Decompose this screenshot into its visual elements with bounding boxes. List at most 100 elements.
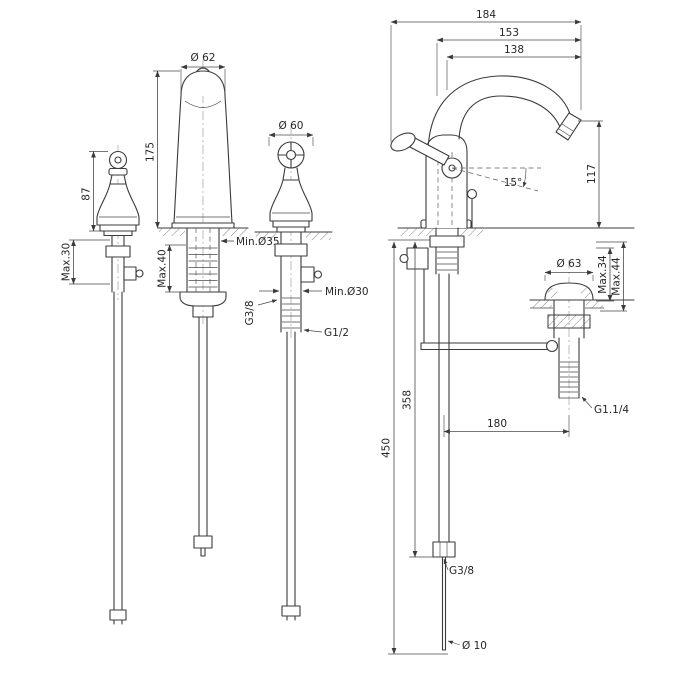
shank-inner-channel <box>195 228 211 292</box>
rod-guide-fitting <box>406 247 429 270</box>
dim-175: 175 <box>145 142 157 162</box>
dim-max34: Max.34 <box>597 255 609 294</box>
dim-358: 358 <box>402 390 414 410</box>
popup-waste-cap <box>179 291 227 307</box>
mounting-nut <box>429 235 465 248</box>
figure-mixer-side-view: 15° <box>390 75 635 651</box>
spout-beak-line <box>184 100 222 108</box>
dimension-hose-length: 358 <box>388 239 436 558</box>
valve-base-ring <box>103 230 133 237</box>
leader-line <box>447 640 461 646</box>
mounting-nut <box>105 245 131 258</box>
angle-arc <box>522 167 527 188</box>
side-outlet <box>300 266 315 283</box>
dimension-top-width-inner: 138 <box>446 44 582 90</box>
leader-line <box>257 299 278 306</box>
dim-dia62: Ø 62 <box>191 52 216 64</box>
tube-end-nut <box>281 605 301 617</box>
dimension-spout-diameter: Ø 62 <box>180 52 226 93</box>
lever-paddle <box>390 132 416 152</box>
extension-lines <box>180 69 226 93</box>
spout-base-flange <box>171 222 235 229</box>
tube-tip <box>286 615 296 621</box>
leader-line <box>303 328 323 333</box>
label-g38-supply: G3/8 <box>449 565 474 577</box>
dimension-waste-flange-diameter: Ø 63 <box>544 258 594 281</box>
mounting-nut <box>274 243 308 257</box>
deck-hatch-left <box>159 228 185 236</box>
shank-threads <box>282 297 300 329</box>
extension-lines <box>69 239 110 285</box>
nut-facets <box>439 542 448 557</box>
dim-180: 180 <box>487 418 507 430</box>
label-g114: G1.1/4 <box>594 404 629 416</box>
valve-bell-body <box>96 183 140 226</box>
supply-tube <box>438 273 450 543</box>
extension-lines <box>544 275 594 281</box>
valve-base <box>272 220 310 228</box>
spout-shank <box>186 227 220 293</box>
leader-line <box>581 396 593 409</box>
deck-hatch-right <box>306 232 331 240</box>
label-waste-thread: G1.1/4 <box>581 396 629 416</box>
mixer-shank <box>435 227 459 275</box>
tube-tip <box>113 619 123 625</box>
dimension-spout-deck-max: Max.40 <box>157 244 186 293</box>
label-rod-diameter: Ø 10 <box>447 640 487 652</box>
supply-end-nut <box>432 541 456 558</box>
linkage-ball <box>545 339 559 353</box>
dim-dia10: Ø 10 <box>462 640 487 652</box>
deck-hatch-right <box>459 228 483 236</box>
shank-threads <box>437 251 457 271</box>
label-g38-valve: G3/8 <box>244 300 256 325</box>
dim-153: 153 <box>499 27 519 39</box>
dim-87: 87 <box>81 187 93 200</box>
tailpiece-threads <box>559 361 579 399</box>
dim-max30: Max.30 <box>61 243 73 281</box>
figure-valve-front-view <box>254 125 333 621</box>
dim-max44: Max.44 <box>611 257 623 296</box>
shank-threads <box>188 247 218 288</box>
handle-spokes <box>277 141 305 169</box>
dim-dia63: Ø 63 <box>557 258 582 270</box>
aerator-lines <box>558 123 574 137</box>
label-g12: G1/2 <box>324 327 349 339</box>
handle-collar <box>108 167 128 176</box>
label-valve-thread: G3/8 <box>244 299 278 326</box>
dimension-waste-deck-max-b: Max.44 <box>596 241 627 312</box>
leader-line <box>443 558 449 571</box>
lift-rod-knob <box>466 188 478 200</box>
dimension-top-width-mid: 153 <box>436 27 582 96</box>
dimension-top-width-outer: 184 <box>390 9 582 142</box>
dim-184: 184 <box>476 9 496 21</box>
figure-spout-front-view <box>157 60 249 557</box>
rod-nut <box>193 535 213 549</box>
valve-neck <box>282 167 300 181</box>
tube-end-nut <box>109 609 127 621</box>
dimension-waste-offset: 180 <box>443 415 570 437</box>
figure-valve-side-view <box>96 145 144 625</box>
flange-section-hatch-left <box>548 288 557 298</box>
outlet-knob <box>313 270 323 279</box>
angle-reference-lines <box>451 167 541 192</box>
basin-hatch-right <box>586 300 603 308</box>
spout-outer-curve <box>427 75 572 151</box>
rod-tip <box>200 547 206 557</box>
waste-neck <box>192 305 214 318</box>
spout-dome <box>180 70 226 97</box>
extension-lines <box>268 137 314 146</box>
spout-body-sides <box>173 95 233 224</box>
dimension-waste-deck-max-a: Max.34 <box>596 247 614 302</box>
deck-hatch-right <box>221 228 248 236</box>
dimension-valve-height: 87 <box>81 151 108 232</box>
deck-hatch-left <box>400 228 434 236</box>
dimension-rod-length: 450 <box>381 241 448 655</box>
label-tube-thread: G1/2 <box>303 327 349 339</box>
supply-tail-tube <box>286 331 296 607</box>
knob-hub <box>114 156 122 164</box>
cross-handle-knob <box>108 150 128 170</box>
valve-neck <box>109 174 127 185</box>
valve-base <box>99 224 137 232</box>
